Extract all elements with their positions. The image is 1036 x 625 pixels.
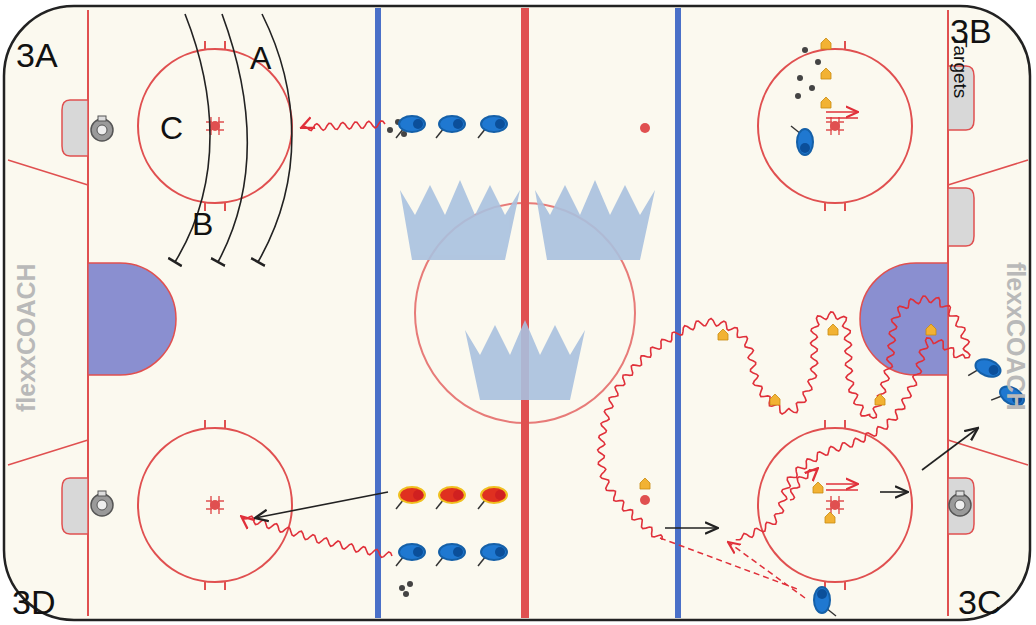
player-icon xyxy=(814,587,836,616)
cone xyxy=(813,482,823,493)
skating-path xyxy=(241,516,392,557)
cone xyxy=(828,324,838,335)
cone xyxy=(821,97,831,108)
cone xyxy=(718,329,728,340)
lane-label: A xyxy=(250,42,271,74)
lane-label: B xyxy=(192,208,213,240)
player-icon xyxy=(436,544,465,566)
goalie-icon xyxy=(91,116,113,141)
puck xyxy=(797,75,803,81)
cone xyxy=(875,394,885,405)
puck xyxy=(387,127,393,133)
cone xyxy=(825,512,835,523)
player-icon xyxy=(436,487,465,509)
skating-path xyxy=(301,121,385,131)
puck xyxy=(399,585,405,591)
player-icon xyxy=(396,116,425,138)
watermark: flexxCOACH xyxy=(14,263,39,412)
zone-label: 3D xyxy=(12,585,55,619)
cone xyxy=(821,68,831,79)
puck xyxy=(809,85,815,91)
zone-label: 3C xyxy=(958,585,1001,619)
cone xyxy=(821,38,831,49)
zone-label: 3A xyxy=(16,38,58,72)
cone xyxy=(770,394,780,405)
hash-mark xyxy=(826,496,844,514)
player-icon xyxy=(396,544,425,566)
cone xyxy=(640,478,650,489)
player-icon xyxy=(791,126,813,155)
puck xyxy=(403,591,409,597)
targets-note: Targets xyxy=(951,36,970,98)
player-icon xyxy=(478,487,507,509)
skating-path xyxy=(598,296,970,540)
puck xyxy=(407,581,413,587)
hash-mark xyxy=(206,117,224,135)
goalie-icon xyxy=(91,491,113,516)
puck xyxy=(795,93,801,99)
faceoff-dot xyxy=(640,495,650,505)
cone xyxy=(926,324,936,335)
player-icon xyxy=(478,116,507,138)
player-icon xyxy=(436,116,465,138)
goalie-icon xyxy=(949,491,971,516)
watermark: flexxCOACH xyxy=(1003,262,1028,411)
skating-path xyxy=(790,468,818,500)
lane-label: C xyxy=(160,112,183,144)
puck xyxy=(802,47,808,53)
hash-mark xyxy=(826,117,844,135)
hash-mark xyxy=(206,496,224,514)
player-icon xyxy=(478,544,507,566)
faceoff-dot xyxy=(640,123,650,133)
puck xyxy=(815,59,821,65)
player-icon xyxy=(968,355,1003,386)
player-icon xyxy=(396,487,425,509)
